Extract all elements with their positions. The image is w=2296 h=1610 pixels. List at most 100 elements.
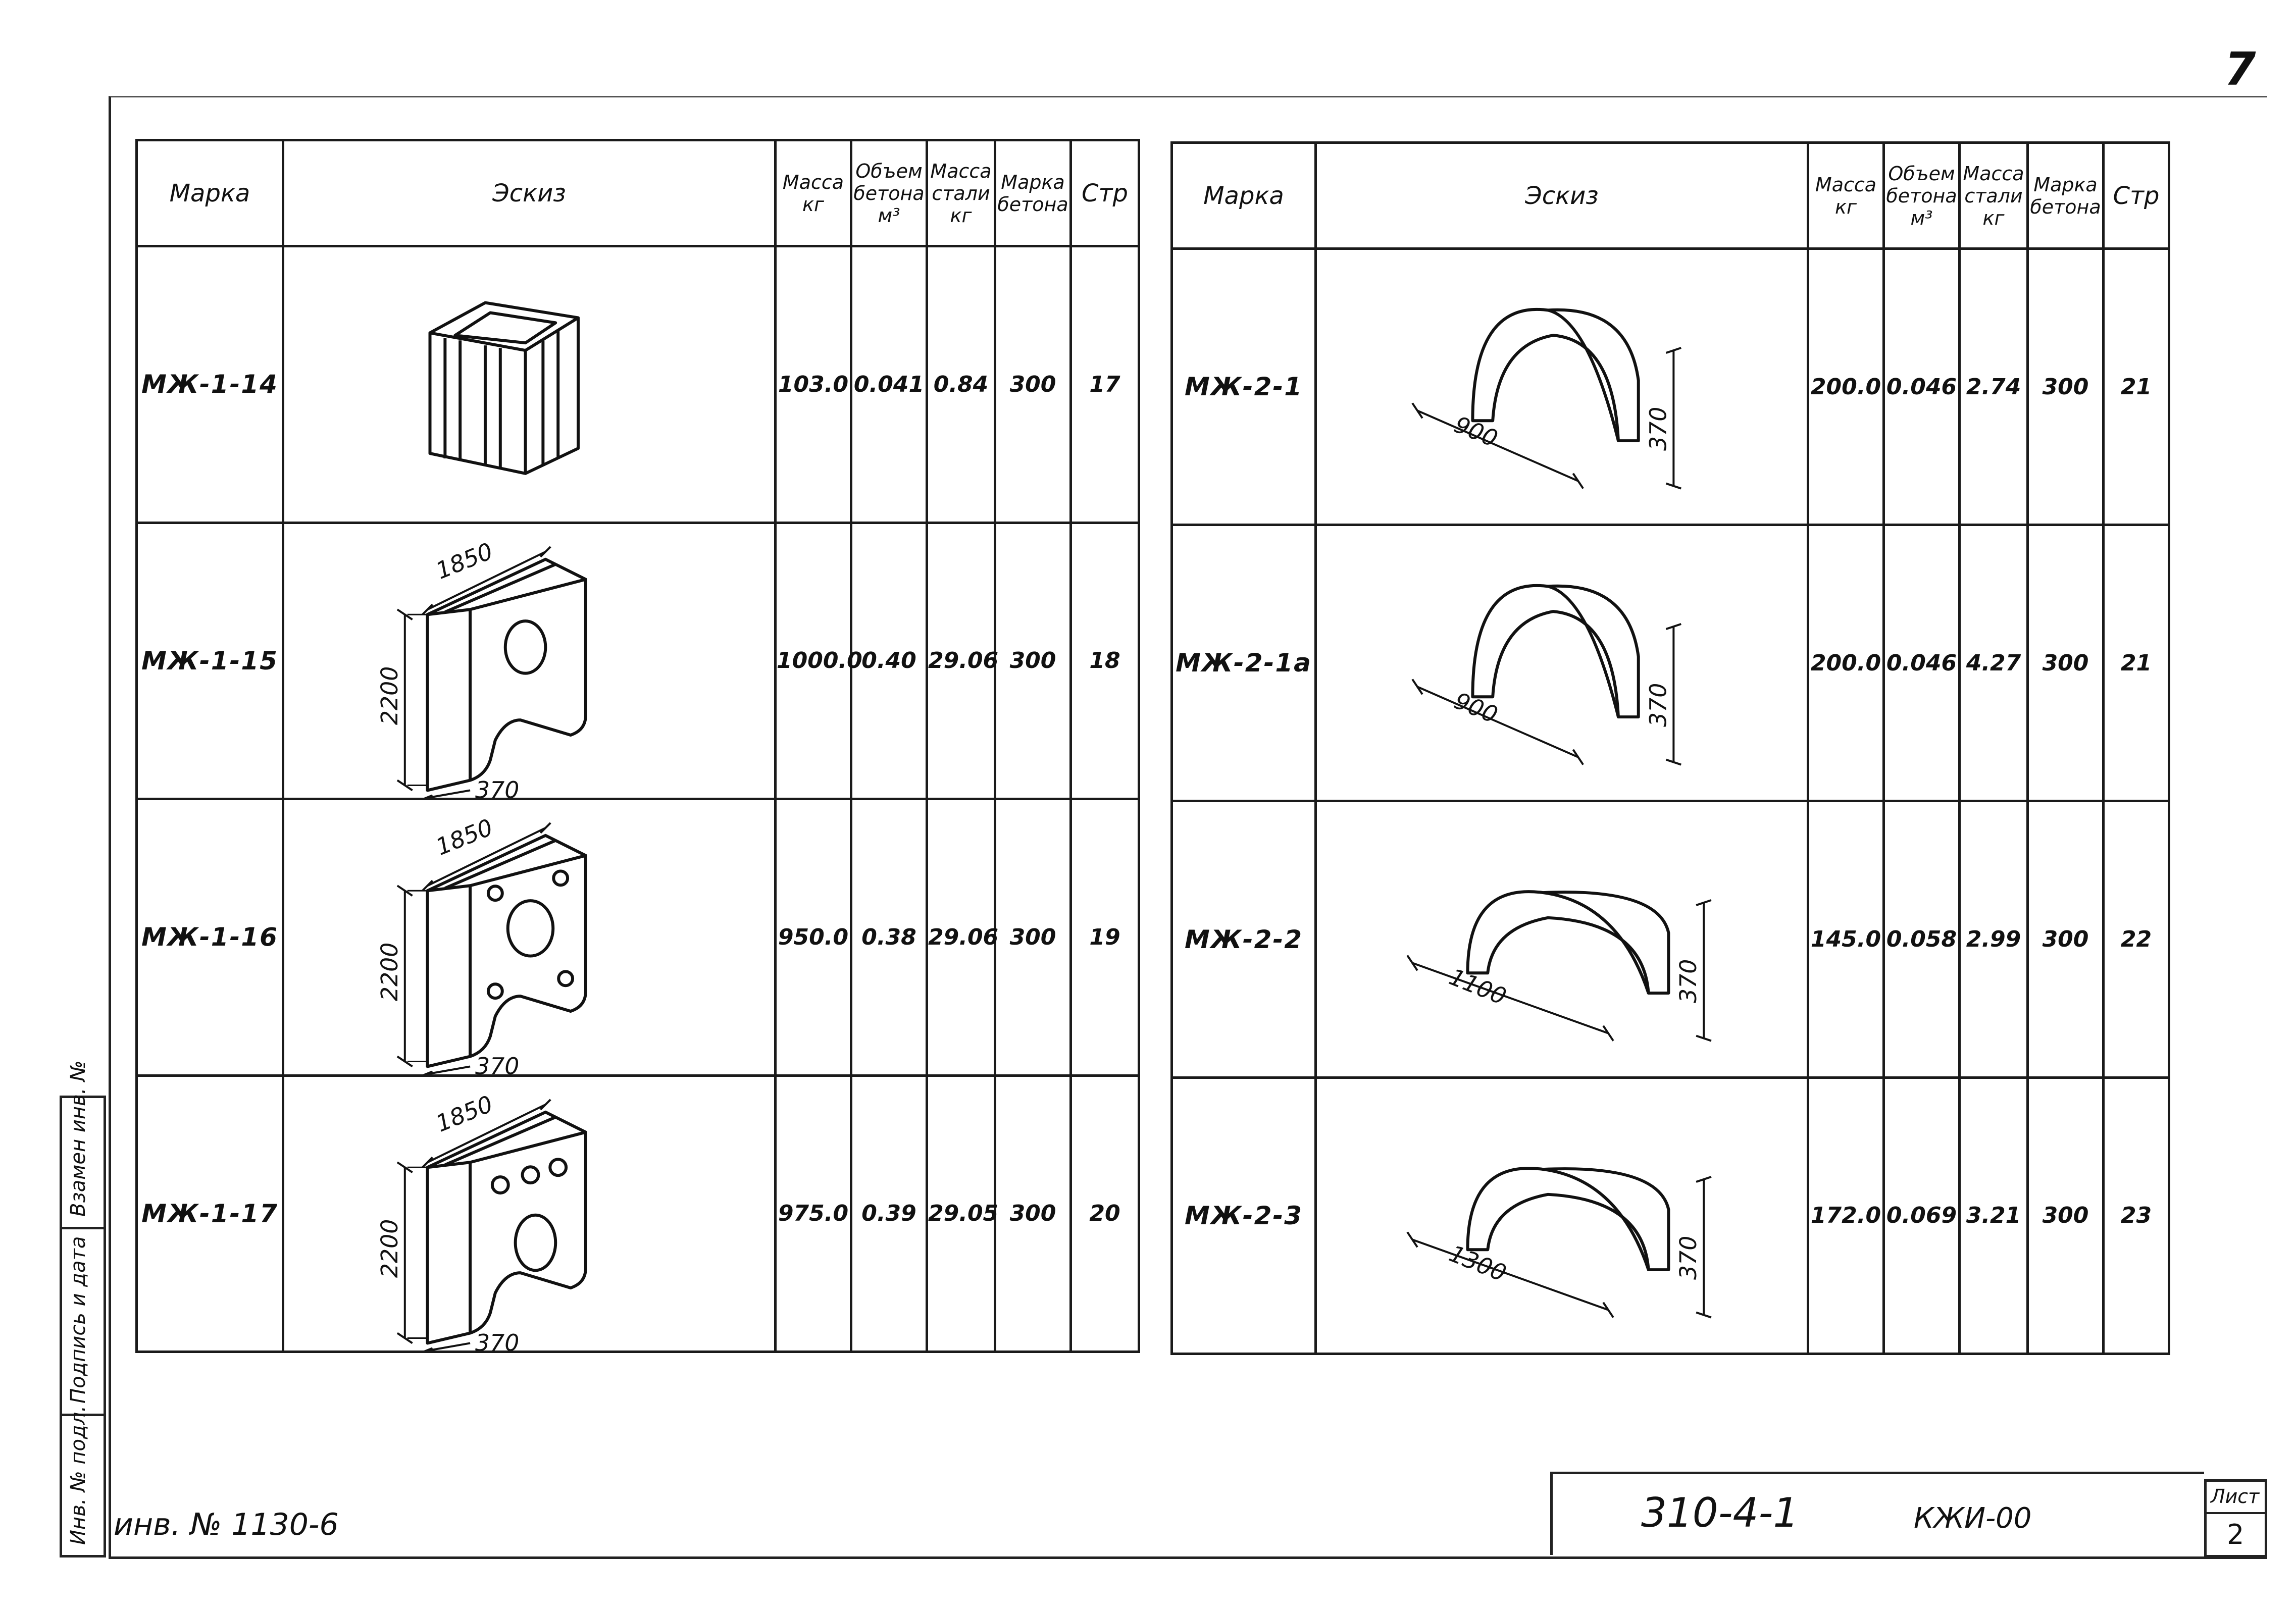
drawing-frame	[109, 96, 2267, 1559]
steel-mass-value: 2.74	[1958, 247, 2029, 527]
concrete-grade-value: 300	[994, 798, 1072, 1077]
page-value: 23	[2102, 1076, 2170, 1355]
title-block	[1550, 1472, 2204, 1555]
page-value: 19	[1069, 798, 1140, 1077]
concrete-grade-value: 300	[994, 521, 1072, 800]
mass-value: 200.0	[1807, 247, 1885, 527]
header-page: Стр	[2102, 141, 2170, 250]
mass-value: 200.0	[1807, 524, 1885, 803]
sketch-plate-4	[396, 1099, 587, 1351]
product-mark: МЖ-2-2	[1170, 800, 1317, 1079]
sheet-corner-mark: 7	[2224, 43, 2256, 96]
dimension-label: 370	[475, 1053, 519, 1074]
sketch-arch	[1411, 308, 1681, 490]
header-sketch: Эскиз	[1314, 141, 1809, 250]
dimension-label: 370	[1675, 1235, 1702, 1279]
page-value: 18	[1069, 521, 1140, 800]
header-mark: Марка	[135, 139, 284, 247]
mass-value: 172.0	[1807, 1076, 1885, 1355]
steel-mass-value: 2.99	[1958, 800, 2029, 1079]
sheet-number-box	[2204, 1479, 2267, 1557]
concrete-volume-value: 0.069	[1882, 1076, 1961, 1355]
steel-mass-value: 29.06	[926, 521, 998, 800]
concrete-volume-value: 0.058	[1882, 800, 1961, 1079]
dimension-label: 370	[1645, 683, 1671, 727]
sketch-arch-wide	[1406, 1166, 1712, 1319]
sketch-arch-wide	[1406, 890, 1712, 1042]
sketch-cell	[282, 245, 777, 524]
stamp-signature-date: Подпись и дата	[67, 1236, 90, 1404]
concrete-volume-value: 0.046	[1882, 247, 1961, 527]
concrete-volume-value: 0.39	[850, 1074, 928, 1353]
sheet-number: 2	[2227, 1519, 2244, 1550]
dimension-label: 370	[1645, 407, 1671, 451]
series-number: 310-4-1	[1641, 1489, 1799, 1536]
product-sketch	[284, 247, 774, 522]
page-value: 21	[2102, 524, 2170, 803]
document-code: КЖИ-00	[1914, 1502, 2032, 1535]
mass-value: 145.0	[1807, 800, 1885, 1079]
concrete-grade-value: 300	[2026, 800, 2105, 1079]
product-mark: МЖ-2-1а	[1170, 524, 1317, 803]
header-sketch: Эскиз	[282, 139, 777, 247]
mass-value: 950.0	[774, 798, 852, 1077]
concrete-volume-value: 0.40	[850, 521, 928, 800]
concrete-volume-value: 0.046	[1882, 524, 1961, 803]
product-mark: МЖ-1-15	[135, 521, 284, 800]
page-value: 21	[2102, 247, 2170, 527]
concrete-grade-value: 300	[994, 245, 1072, 524]
mass-value: 1000.0	[774, 521, 862, 800]
product-mark: МЖ-1-16	[135, 798, 284, 1077]
mass-value: 975.0	[774, 1074, 852, 1353]
concrete-volume-value: 0.041	[850, 245, 928, 524]
product-mark: МЖ-2-1	[1170, 247, 1317, 527]
dimension-label: 2200	[376, 666, 403, 724]
sketch-arch	[1411, 584, 1681, 766]
concrete-grade-value: 300	[2026, 524, 2105, 803]
product-mark: МЖ-1-17	[135, 1074, 284, 1353]
inventory-number: инв. № 1130-6	[114, 1507, 339, 1542]
dimension-label: 2200	[376, 943, 403, 1001]
steel-mass-value: 4.27	[1958, 524, 2029, 803]
page-value: 22	[2102, 800, 2170, 1079]
header-grade: Марка бетона	[994, 139, 1072, 247]
sketch-plate-1	[396, 546, 587, 798]
concrete-volume-value: 0.38	[850, 798, 928, 1077]
steel-mass-value: 29.05	[926, 1074, 998, 1353]
sketch-block	[428, 301, 580, 475]
steel-mass-value: 0.84	[926, 245, 996, 524]
product-mark: МЖ-1-14	[135, 245, 284, 524]
page-value: 17	[1069, 245, 1140, 524]
dimension-label: 2200	[376, 1219, 403, 1277]
product-mark: МЖ-2-3	[1170, 1076, 1317, 1355]
header-grade: Марка бетона	[2026, 141, 2105, 250]
steel-mass-value: 3.21	[1958, 1076, 2029, 1355]
dimension-label: 370	[1675, 959, 1702, 1003]
